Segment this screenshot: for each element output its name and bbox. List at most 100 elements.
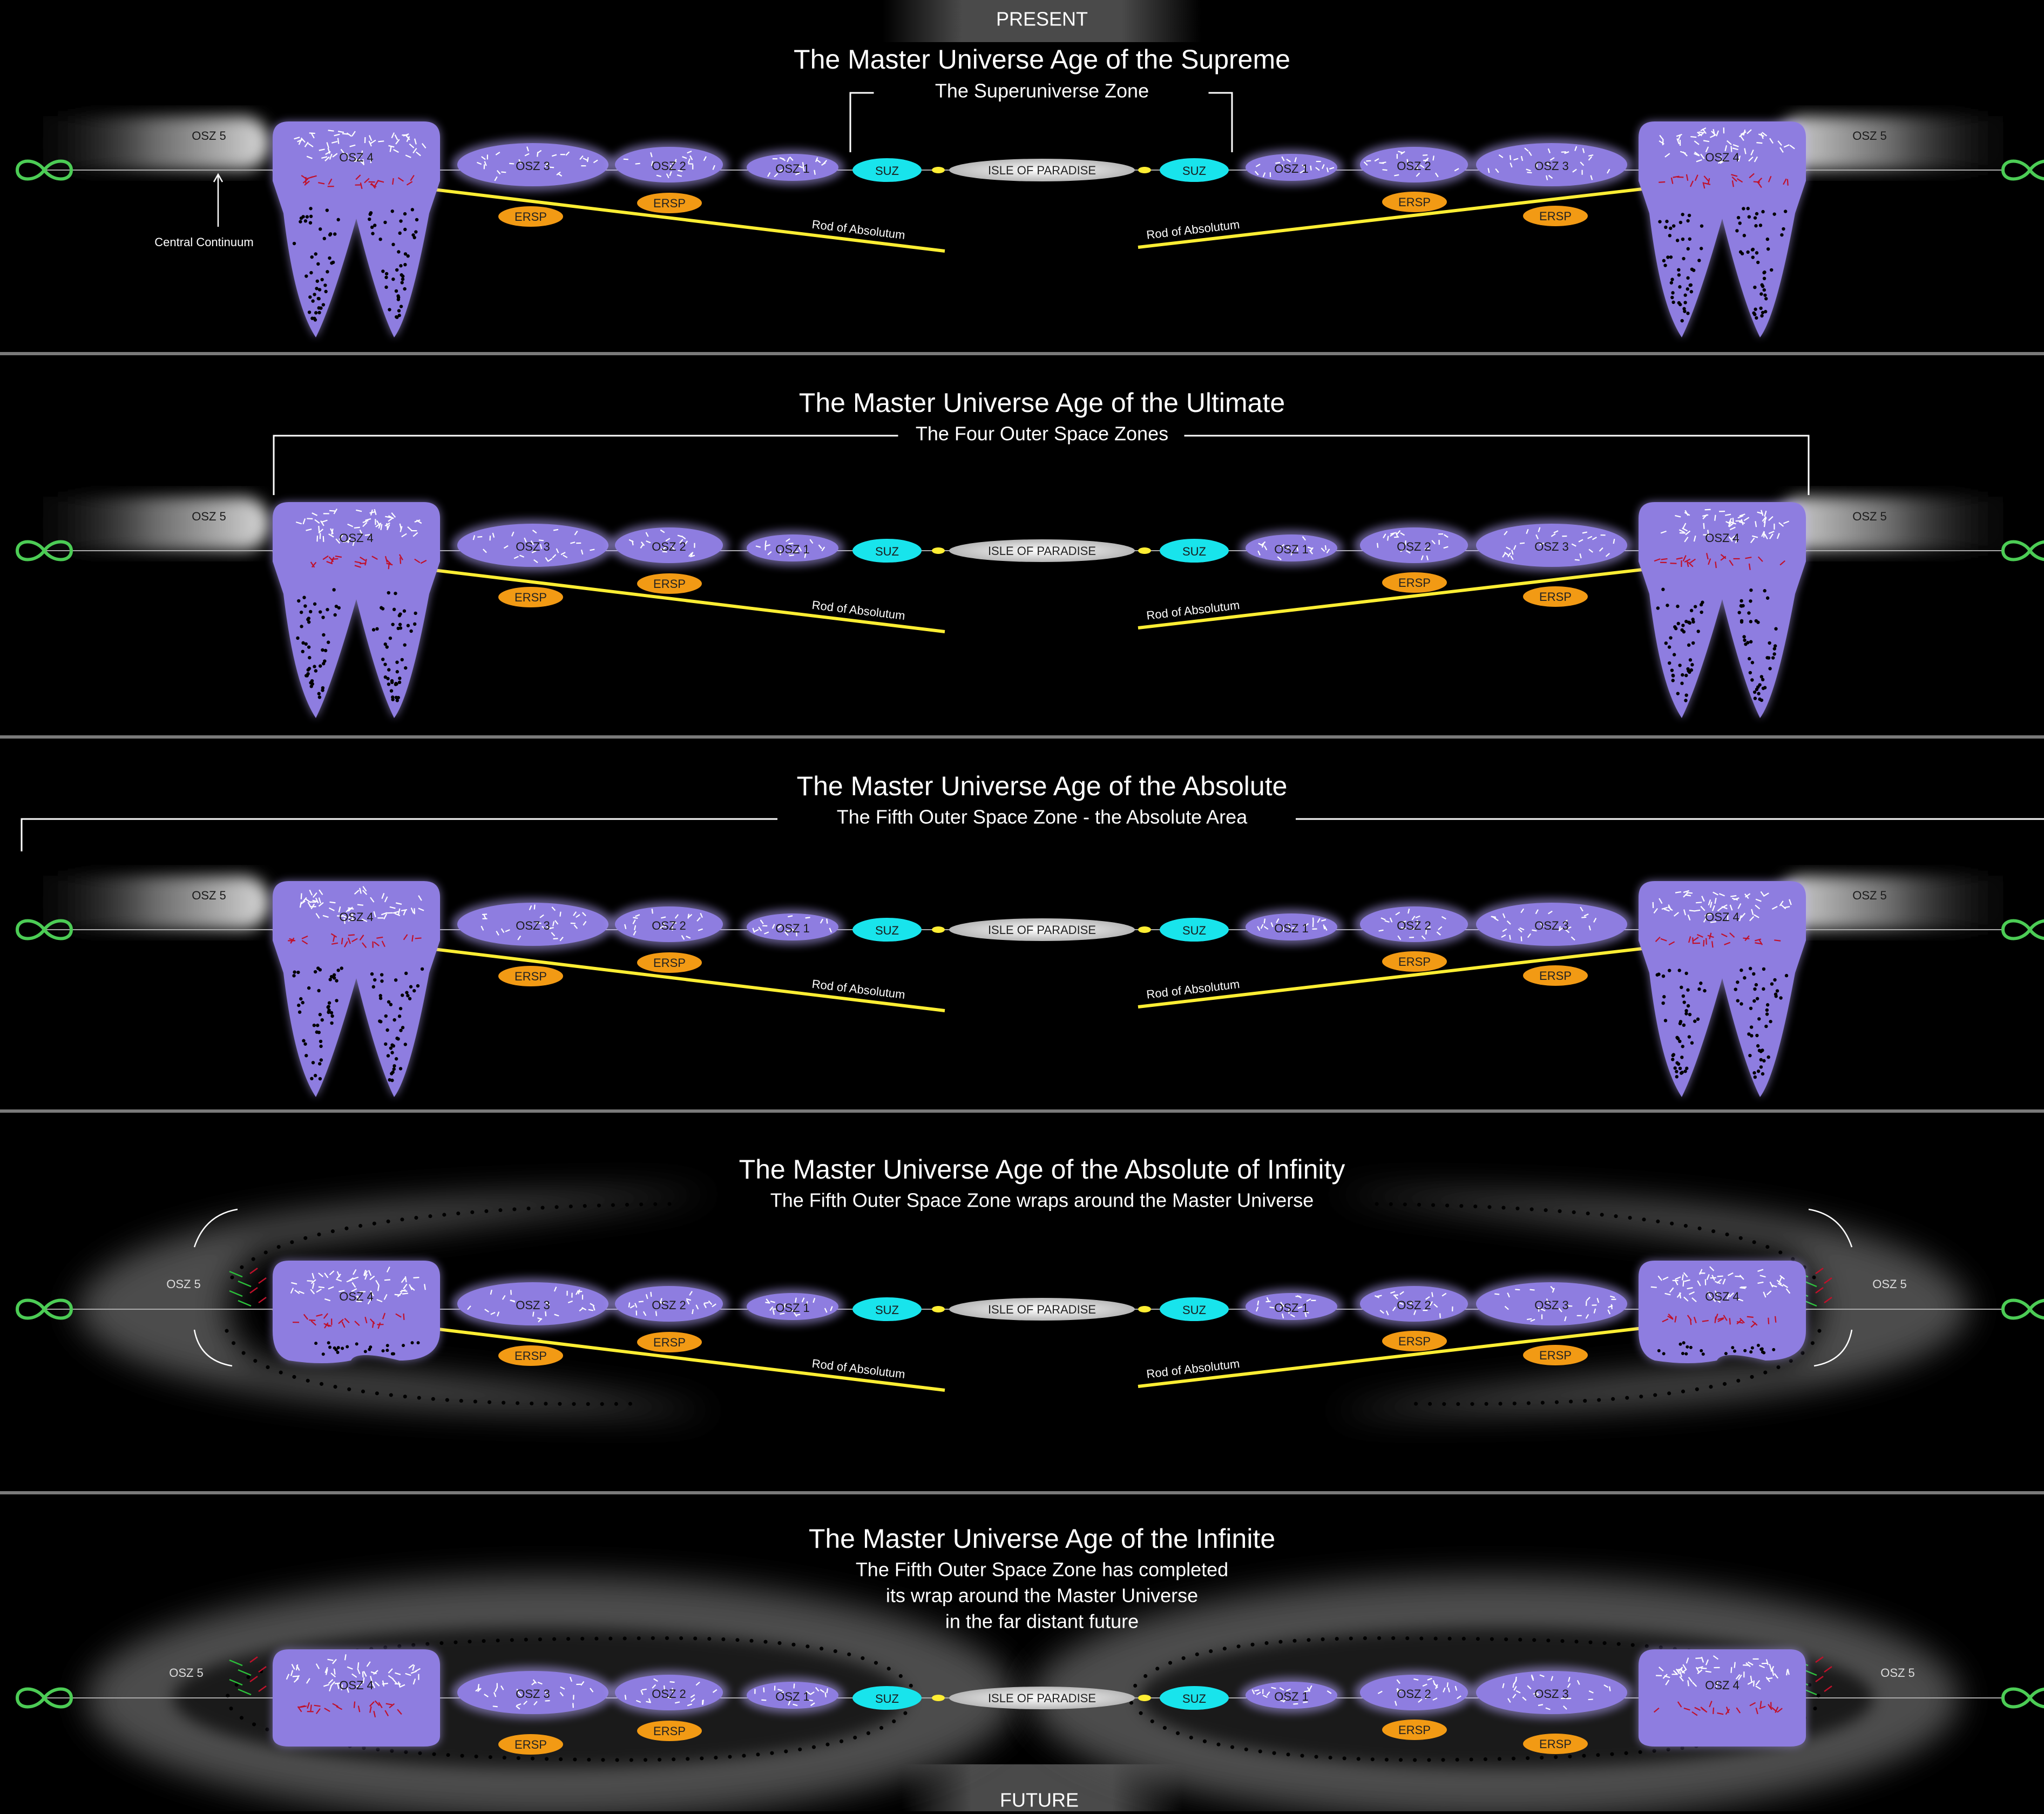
dot-mark	[317, 306, 321, 309]
dash-mark	[382, 1683, 388, 1684]
dot-mark	[319, 1077, 322, 1080]
dot-mark	[403, 263, 407, 266]
dot-mark	[403, 287, 406, 290]
dot-mark	[355, 1342, 358, 1345]
dot-mark	[319, 664, 322, 667]
dot-mark	[304, 274, 308, 277]
dot-mark	[1755, 983, 1758, 986]
dot-mark	[1746, 641, 1749, 644]
dot-mark	[1743, 234, 1746, 237]
dash-mark	[1609, 1687, 1610, 1691]
suz-left-label: SUZ	[875, 545, 899, 558]
dot-mark	[399, 219, 402, 222]
isle-of-paradise-label: ISLE OF PARADISE	[988, 544, 1096, 558]
osz1-right-label: OSZ 1	[1274, 543, 1309, 556]
dot-mark	[391, 698, 394, 701]
dot-mark	[1657, 1349, 1661, 1352]
dash-mark	[314, 1705, 321, 1706]
dot-mark	[401, 275, 404, 278]
dot-mark	[1770, 268, 1773, 272]
dash-mark	[1768, 1318, 1769, 1324]
suz-right-label: SUZ	[1182, 924, 1206, 937]
dot-mark	[1762, 1059, 1765, 1062]
dot-mark	[1676, 239, 1679, 242]
dot-mark	[1688, 1013, 1691, 1016]
dot-mark	[1691, 641, 1695, 645]
dot-mark	[1766, 1055, 1770, 1059]
dot-mark	[395, 315, 398, 319]
superuniverse-bracket-left	[850, 93, 874, 152]
dash-mark	[1394, 537, 1399, 538]
dash-mark	[1581, 917, 1586, 918]
panel-subtitle: The Superuniverse Zone	[935, 80, 1149, 102]
ersp-label: ERSP	[1398, 195, 1431, 209]
panel-title: The Master Universe Age of the Infinite	[809, 1524, 1275, 1554]
dot-mark	[309, 207, 312, 210]
dot-mark	[1765, 1008, 1769, 1012]
dot-mark	[1700, 1349, 1703, 1352]
dot-mark	[391, 209, 394, 213]
osz4-right-group: OSZ 4	[1639, 1261, 1806, 1363]
dash-mark	[1651, 1287, 1657, 1288]
dot-mark	[307, 617, 310, 620]
dot-mark	[1662, 259, 1666, 262]
dot-mark	[340, 966, 343, 970]
dash-mark	[827, 1688, 828, 1693]
dash-mark	[639, 1301, 644, 1302]
dot-mark	[1752, 972, 1755, 976]
dot-mark	[330, 1011, 333, 1014]
dot-mark	[1687, 620, 1690, 624]
dash-mark	[354, 527, 360, 528]
dot-mark	[403, 212, 407, 215]
dot-mark	[326, 208, 329, 212]
dot-mark	[299, 997, 302, 1000]
dot-mark	[399, 1007, 402, 1010]
dash-mark	[1510, 155, 1511, 160]
dot-mark	[404, 1043, 407, 1046]
dot-mark	[417, 1341, 420, 1344]
green-dash-mark	[229, 1291, 242, 1296]
dot-mark	[1681, 1071, 1684, 1074]
dot-mark	[392, 608, 396, 611]
osz2-left-label: OSZ 2	[652, 540, 686, 553]
osz1-right-label: OSZ 1	[1274, 922, 1309, 935]
dot-mark	[1769, 1020, 1772, 1023]
ersp-label: ERSP	[1398, 955, 1431, 969]
dot-mark	[412, 236, 416, 239]
outer-space-bracket-left	[274, 436, 898, 495]
dot-mark	[326, 270, 329, 273]
dot-mark	[314, 669, 317, 672]
dot-mark	[1701, 601, 1704, 604]
dot-mark	[1756, 621, 1759, 624]
dot-mark	[1749, 1350, 1752, 1353]
dot-mark	[399, 264, 402, 267]
dot-mark	[321, 648, 324, 652]
dot-mark	[335, 999, 338, 1002]
dot-mark	[1703, 989, 1706, 992]
suz-left-label: SUZ	[875, 1692, 899, 1705]
dot-mark	[1748, 657, 1751, 660]
dot-mark	[386, 1344, 389, 1347]
dot-mark	[381, 269, 384, 273]
havona-dot-left	[932, 1695, 945, 1701]
dot-mark	[412, 989, 416, 992]
dot-mark	[1682, 307, 1686, 310]
osz4-right-label: OSZ 4	[1705, 910, 1740, 924]
osz4-left-group: OSZ 4	[273, 121, 440, 337]
dot-mark	[303, 1043, 307, 1046]
dash-mark	[625, 1695, 626, 1700]
osz2-left-label: OSZ 2	[652, 1687, 686, 1701]
dot-mark	[1755, 212, 1758, 215]
havona-dot-left	[932, 1306, 945, 1312]
dot-mark	[313, 317, 316, 320]
dash-mark	[794, 1683, 795, 1688]
dot-mark	[333, 232, 336, 235]
dot-mark	[1700, 224, 1703, 227]
dot-mark	[297, 1004, 300, 1007]
osz3-left-label: OSZ 3	[516, 1298, 550, 1312]
dot-mark	[301, 1001, 304, 1004]
dash-mark	[642, 1689, 647, 1690]
